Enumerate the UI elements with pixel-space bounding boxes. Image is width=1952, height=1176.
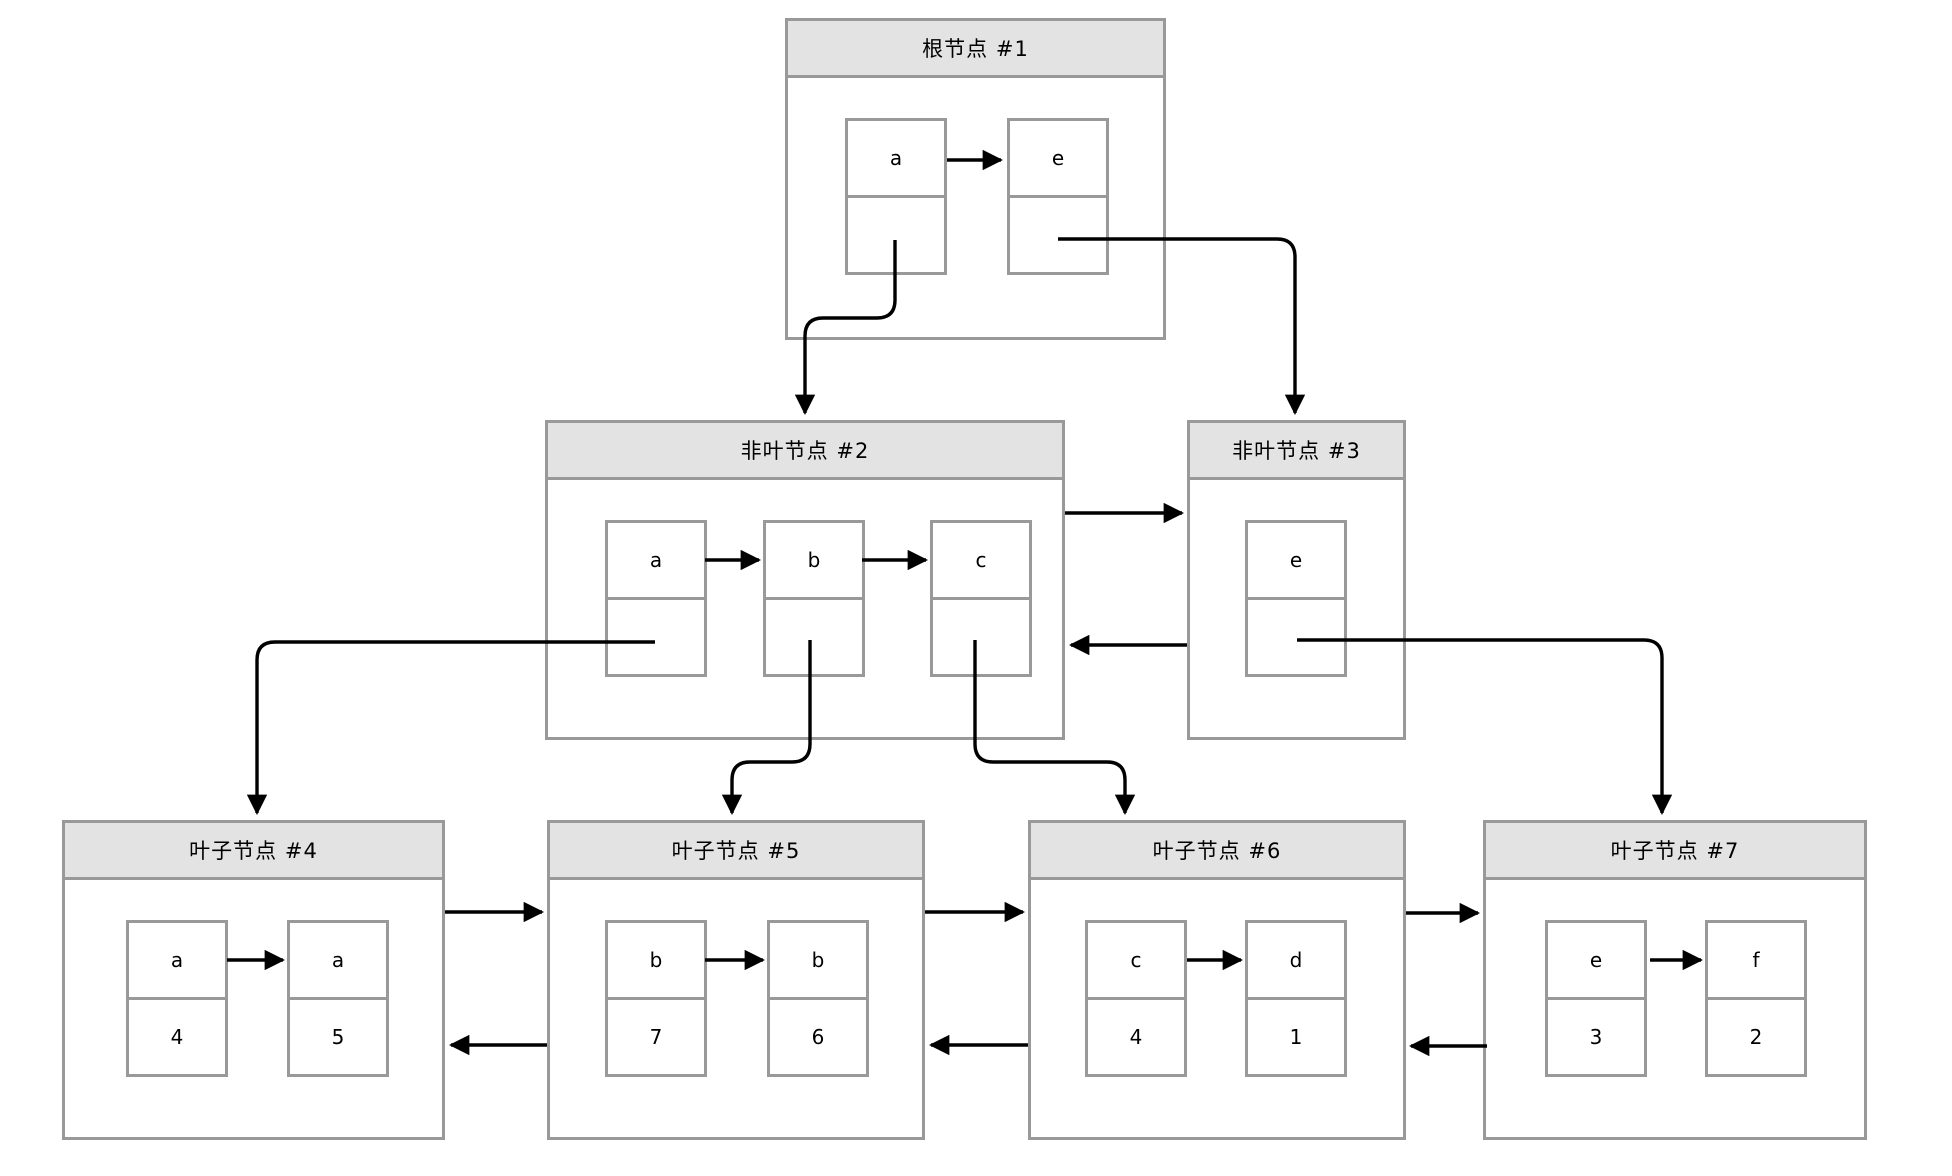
cell-value: 1 <box>1245 997 1347 1077</box>
node-title: 非叶节点 #3 <box>1190 423 1403 480</box>
cell-key: a <box>126 920 228 1000</box>
record-cell: b 6 <box>767 920 869 1077</box>
node-title: 叶子节点 #6 <box>1031 823 1403 880</box>
cell-value: 7 <box>605 997 707 1077</box>
record-cell: a 5 <box>287 920 389 1077</box>
cell-key: f <box>1705 920 1807 1000</box>
record-cell: a 4 <box>126 920 228 1077</box>
node-leaf-6: 叶子节点 #6 c 4 d 1 <box>1028 820 1406 1140</box>
record-cell: e <box>1007 118 1109 275</box>
cell-pointer <box>763 597 865 677</box>
cell-key: c <box>1085 920 1187 1000</box>
cell-key: e <box>1545 920 1647 1000</box>
record-cell: f 2 <box>1705 920 1807 1077</box>
cell-pointer <box>1245 597 1347 677</box>
node-nonleaf-3: 非叶节点 #3 e <box>1187 420 1406 740</box>
cell-value: 4 <box>126 997 228 1077</box>
cell-value: 6 <box>767 997 869 1077</box>
node-leaf-5: 叶子节点 #5 b 7 b 6 <box>547 820 925 1140</box>
cell-pointer <box>930 597 1032 677</box>
node-leaf-4: 叶子节点 #4 a 4 a 5 <box>62 820 445 1140</box>
record-cell: c 4 <box>1085 920 1187 1077</box>
node-nonleaf-2: 非叶节点 #2 a b c <box>545 420 1065 740</box>
cell-key: b <box>767 920 869 1000</box>
record-cell: e 3 <box>1545 920 1647 1077</box>
node-leaf-7: 叶子节点 #7 e 3 f 2 <box>1483 820 1867 1140</box>
record-cell: c <box>930 520 1032 677</box>
cell-key: a <box>605 520 707 600</box>
node-root-1: 根节点 #1 a e <box>785 18 1166 340</box>
cell-pointer <box>605 597 707 677</box>
cell-pointer <box>1007 195 1109 275</box>
cell-key: d <box>1245 920 1347 1000</box>
record-cell: b 7 <box>605 920 707 1077</box>
cell-key: b <box>605 920 707 1000</box>
cell-value: 4 <box>1085 997 1187 1077</box>
node-title: 叶子节点 #7 <box>1486 823 1864 880</box>
cell-key: c <box>930 520 1032 600</box>
cell-pointer <box>845 195 947 275</box>
cell-key: e <box>1007 118 1109 198</box>
cell-key: e <box>1245 520 1347 600</box>
cell-key: a <box>845 118 947 198</box>
node-title: 根节点 #1 <box>788 21 1163 78</box>
node-title: 非叶节点 #2 <box>548 423 1062 480</box>
cell-value: 2 <box>1705 997 1807 1077</box>
record-cell: a <box>845 118 947 275</box>
cell-value: 5 <box>287 997 389 1077</box>
cell-key: a <box>287 920 389 1000</box>
node-title: 叶子节点 #4 <box>65 823 442 880</box>
record-cell: b <box>763 520 865 677</box>
record-cell: d 1 <box>1245 920 1347 1077</box>
record-cell: e <box>1245 520 1347 677</box>
cell-value: 3 <box>1545 997 1647 1077</box>
node-title: 叶子节点 #5 <box>550 823 922 880</box>
record-cell: a <box>605 520 707 677</box>
cell-key: b <box>763 520 865 600</box>
